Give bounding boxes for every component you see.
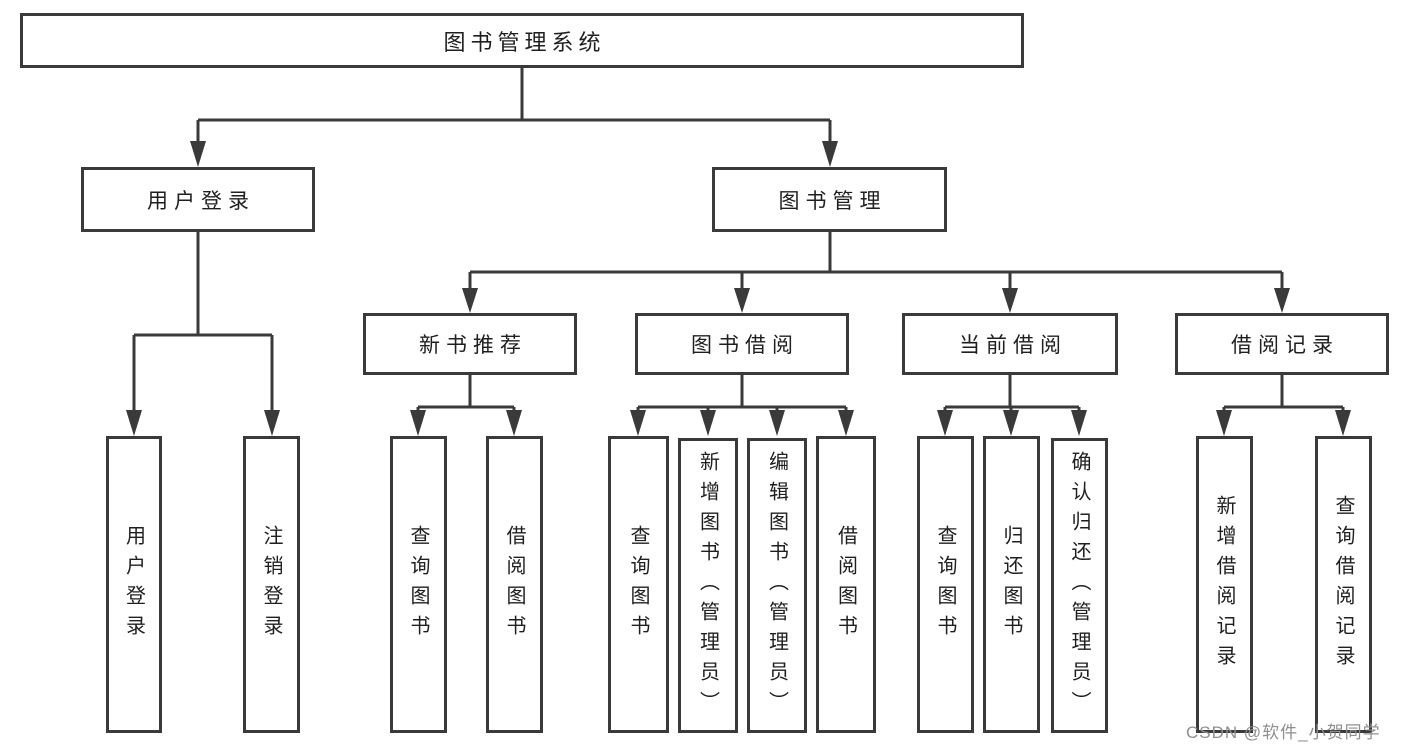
- node-label: 图书管理系统: [443, 29, 606, 55]
- node-label: 确认归还（管理员）: [1068, 450, 1090, 721]
- node-leaf-confirm-return-admin: 确认归还（管理员）: [1051, 438, 1108, 733]
- node-label: 用户登录: [147, 189, 255, 213]
- node-borrow-records: 借阅记录: [1175, 313, 1389, 375]
- node-label: 新书推荐: [419, 334, 527, 357]
- node-label: 新增借阅记录: [1213, 494, 1235, 675]
- node-leaf-borrow-books-1: 借阅图书: [486, 436, 543, 733]
- node-label: 查询借阅记录: [1332, 494, 1354, 675]
- node-label: 图书管理: [778, 189, 887, 213]
- node-leaf-query-books-3: 查询图书: [917, 436, 974, 733]
- csdn-watermark: CSDN @软件_小贺同学: [1186, 723, 1381, 742]
- node-leaf-user-login: 用户登录: [106, 436, 162, 733]
- node-label: 查询图书: [627, 524, 649, 645]
- node-leaf-return-books: 归还图书: [983, 436, 1040, 733]
- node-label: 注销登录: [260, 524, 282, 645]
- node-label: 借阅图书: [834, 524, 857, 645]
- node-user-login: 用户登录: [81, 167, 315, 232]
- node-leaf-edit-books-admin: 编辑图书（管理员）: [747, 438, 807, 733]
- node-current-borrow: 当前借阅: [902, 313, 1118, 375]
- node-label: 借阅图书: [503, 524, 525, 645]
- node-leaf-add-borrow-record: 新增借阅记录: [1196, 436, 1253, 733]
- node-book-borrow: 图书借阅: [635, 313, 849, 375]
- node-label: 归还图书: [1000, 524, 1022, 645]
- node-label: 当前借阅: [959, 334, 1067, 357]
- node-leaf-logout-login: 注销登录: [243, 436, 300, 733]
- node-leaf-query-books-2: 查询图书: [608, 436, 669, 733]
- node-leaf-query-borrow-record: 查询借阅记录: [1315, 436, 1372, 733]
- node-library-management-system: 图书管理系统: [20, 13, 1024, 68]
- node-label: 用户登录: [122, 524, 145, 645]
- node-label: 查询图书: [407, 524, 429, 645]
- node-label: 新增图书（管理员）: [696, 450, 719, 721]
- node-leaf-borrow-books-2: 借阅图书: [816, 436, 876, 733]
- node-leaf-query-books-1: 查询图书: [390, 436, 447, 733]
- node-label: 图书借阅: [691, 334, 799, 357]
- node-label: 编辑图书（管理员）: [765, 450, 788, 721]
- node-label: 查询图书: [934, 524, 956, 645]
- node-leaf-add-books-admin: 新增图书（管理员）: [678, 438, 738, 733]
- node-label: 借阅记录: [1231, 334, 1339, 357]
- node-new-book-recommend: 新书推荐: [363, 313, 577, 375]
- node-book-management: 图书管理: [712, 167, 947, 232]
